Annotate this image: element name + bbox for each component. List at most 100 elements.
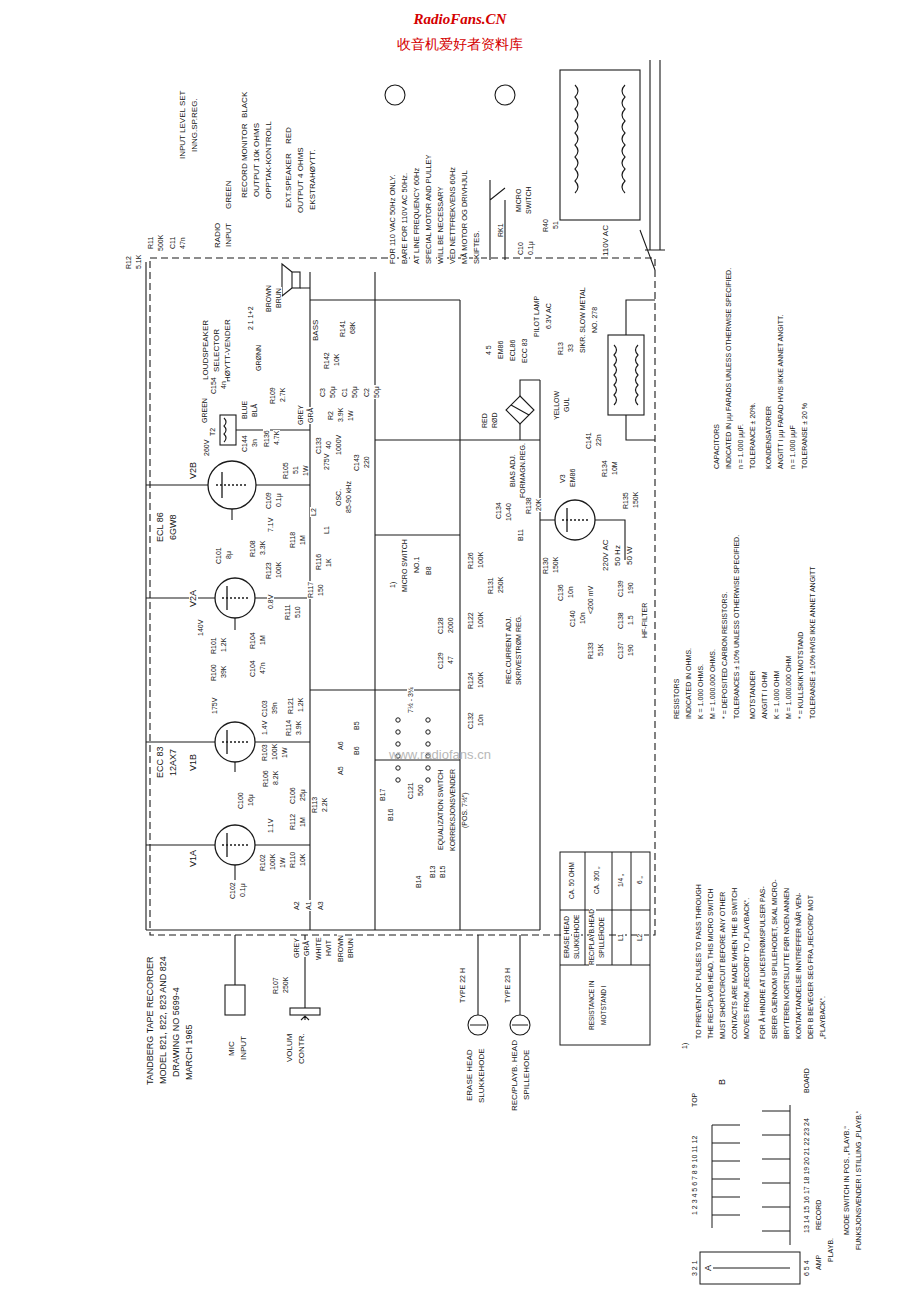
schematic-label: SIKR. SLOW METAL — [579, 286, 586, 354]
schematic-label: R11 — [147, 236, 154, 250]
schematic-label: BLÅ — [251, 402, 258, 417]
schematic-label: FUNKSJONSVENDER I STILLING „PLAYB.“ — [855, 1109, 862, 1250]
switch-contacts-part — [426, 766, 430, 770]
schematic-label: 220V AC — [602, 538, 610, 572]
schematic-label: TOLERANSE ± 10% HVIS IKKE ANNET ANGITT — [809, 565, 816, 720]
schematic-label: AT LINE FREQUENCY 60Hz — [413, 167, 421, 265]
switch-diagram-part — [712, 1268, 790, 1269]
schematic-label: CAPACITORS — [713, 423, 720, 470]
schematic-label: RØD — [491, 411, 498, 429]
mains-and-misc — [225, 60, 665, 1035]
schematic-label: R124 — [467, 671, 474, 690]
schematic-label: 500K — [157, 234, 164, 252]
wiring-part — [520, 380, 540, 440]
mains-and-misc-part — [301, 1016, 309, 1020]
schematic-label: M = 1.000.000 OHMS. — [709, 648, 716, 720]
schematic-label: 6GW8 — [169, 513, 178, 541]
wiring-part — [235, 935, 520, 1015]
schematic-label: R112 — [289, 813, 296, 831]
schematic-label: 250K — [497, 576, 504, 594]
schematic-label: 3 2 1 — [691, 1259, 698, 1277]
schematic-label: RECORD MONITOR — [241, 122, 249, 199]
schematic-label: 1) — [681, 1042, 688, 1050]
schematic-label: BASS — [312, 318, 320, 341]
schematic-label: CA. 50 OHM — [569, 861, 576, 900]
schematic-label: L2 — [637, 932, 644, 941]
schematic-label: C136 — [557, 583, 564, 602]
schematic-label: C129 — [437, 651, 444, 670]
schematic-label: C103 — [261, 699, 268, 718]
schematic-label: R13 — [557, 341, 564, 356]
switch-contacts-part — [396, 778, 400, 782]
schematic-label: R103 — [261, 743, 268, 762]
schematic-label: C3 — [319, 387, 326, 398]
mains-and-misc-part — [290, 1008, 320, 1015]
wiring-part — [236, 288, 310, 430]
schematic-label: 4 5 — [485, 344, 492, 356]
schematic-label: 68K — [349, 321, 356, 335]
switch-contacts-part — [396, 766, 400, 770]
schematic-label: C102 — [229, 881, 236, 900]
schematic-label: MOTSTANDER — [749, 670, 756, 720]
schematic-label: 500 — [417, 783, 424, 797]
schematic-label: BRUN — [275, 287, 282, 309]
schematic-label: MOVES FROM „RECORD“ TO „PLAYBACK“. — [743, 897, 750, 1040]
schematic-label: R101 — [210, 636, 217, 655]
schematic-label: B — [718, 1078, 727, 1086]
schematic-label: 4.7K — [273, 430, 280, 446]
mains-and-misc-part — [506, 396, 534, 424]
schematic-label: PILOT LAMP — [533, 294, 540, 337]
schematic-label: RESISTANCE IN — [589, 979, 596, 1030]
transformer-symbol-part — [224, 418, 226, 442]
schematic-label: V1B — [189, 752, 198, 771]
wiring-part — [626, 300, 655, 440]
schematic-label: 13 14 15 16 17 18 19 20 21 22 23 24 — [803, 1117, 810, 1234]
site-header: RadioFans.CN — [413, 12, 508, 28]
schematic-label: 1.5 — [627, 614, 634, 626]
schematic-label: 3n — [251, 438, 258, 448]
schematic-label: TOP — [691, 1092, 698, 1108]
schematic-label: 1W — [347, 409, 354, 422]
switch-diagram-part — [762, 1111, 790, 1231]
schematic-label: B15 — [439, 865, 446, 879]
wiring-part — [255, 485, 310, 845]
schematic-label: 260V — [203, 439, 210, 457]
schematic-label: 3.3K — [259, 540, 266, 556]
switch-contacts-part — [426, 718, 430, 722]
schematic-label: INDICATED IN OHMS. — [685, 647, 692, 720]
schematic-label: WHITE — [315, 936, 322, 961]
mains-and-misc-part — [282, 264, 292, 296]
schematic-label: FORMAGN.REG. — [519, 442, 526, 499]
schematic-label: A2 — [293, 900, 300, 911]
schematic-label: 1) — [389, 581, 396, 589]
schematic-label: B6 — [353, 745, 360, 756]
schematic-label: ANGITT I OHM — [761, 670, 768, 720]
schematic-label: EXT.SPEAKER — [285, 152, 293, 209]
schematic-label: R104 — [249, 631, 256, 650]
schematic-label: ECL86 — [509, 338, 516, 361]
schematic-label: EQUALIZATION SWITCH — [437, 769, 444, 851]
schematic-label: R114 — [285, 719, 292, 737]
schematic-label: BLACK — [241, 91, 249, 119]
schematic-label: 110V AC — [602, 224, 610, 257]
schematic-label: INPUT LEVEL SET — [179, 90, 187, 160]
schematic-label: 50μ — [351, 385, 358, 399]
schematic-label: AMP — [815, 1253, 822, 1270]
schematic-label: B14 — [415, 875, 422, 889]
schematic-label: LOUDSPEAKER — [202, 319, 210, 381]
schematic-label: C109 — [265, 491, 272, 510]
schematic-label: R100 — [210, 663, 217, 682]
schematic-label: SELECTOR — [213, 328, 221, 373]
site-header: 收音机爱好者资料库 — [396, 37, 524, 52]
transformer-symbol-part — [220, 415, 236, 445]
schematic-label: NO.1 — [413, 556, 420, 574]
schematic-label: K = 1.000 OHMS. — [697, 663, 704, 720]
schematic-label: A5 — [337, 765, 344, 776]
schematic-label: 4n — [220, 380, 227, 390]
schematic-label: KORREKSJONSVENDER — [449, 768, 456, 852]
schematic-label: R109 — [269, 386, 276, 405]
schematic-label: C143 — [353, 453, 360, 472]
schematic-label: INDICATED IN μμ FARADS UNLESS OTHERWISE … — [725, 267, 732, 470]
transformer-symbol — [220, 70, 644, 445]
schematic-label: R106 — [262, 769, 269, 788]
